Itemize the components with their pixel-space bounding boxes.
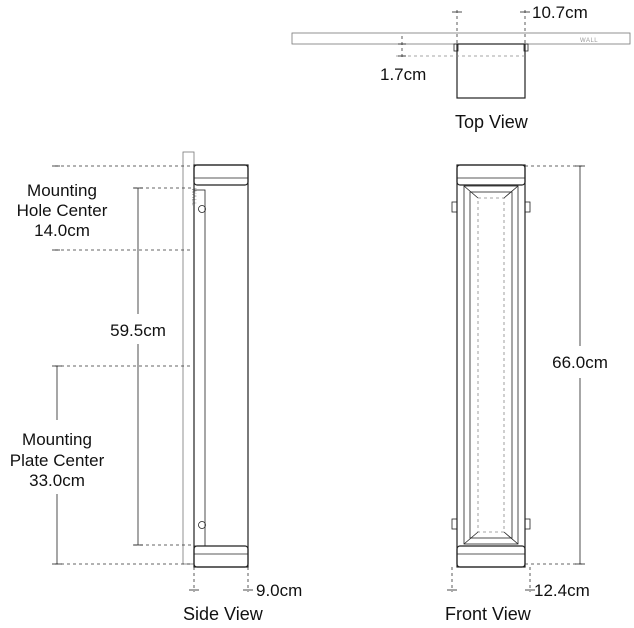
front-view-caption: Front View (445, 604, 532, 624)
top-view-width-label: 10.7cm (532, 3, 588, 22)
side-view-hole-center-value: 14.0cm (34, 221, 90, 240)
front-view-width-label: 12.4cm (534, 581, 590, 600)
side-view-hole-center-line2: Hole Center (17, 201, 108, 220)
front-view-glass (477, 197, 505, 533)
side-view-wall (182, 151, 195, 565)
side-view-mount-plate (193, 189, 206, 547)
front-view-bevel-tr (503, 185, 519, 199)
side-view: WALL Mounting Hole Center 14.0cm 59.5cm (10, 151, 302, 624)
front-view-cap-top (456, 164, 526, 186)
front-view-bracket-left-bottom (451, 518, 458, 530)
front-view-body (456, 164, 526, 568)
top-view: WALL 10.7cm 1.7cm Top View (291, 3, 631, 132)
top-view-mount-left (453, 43, 459, 52)
side-view-hole-center-line1: Mounting (27, 181, 97, 200)
front-view-bracket-right-top (524, 201, 531, 213)
front-view: 66.0cm 12.4cm Front View (445, 164, 608, 624)
side-view-depth-label: 9.0cm (256, 581, 302, 600)
front-view-frame-outer (463, 185, 519, 545)
top-view-fixture (456, 43, 526, 99)
side-view-cap-bottom (193, 545, 249, 568)
front-view-height-label: 66.0cm (552, 353, 608, 372)
front-view-bracket-right-bottom (524, 518, 531, 530)
side-view-plate-center-line2: Plate Center (10, 451, 105, 470)
side-view-hole-spacing-label: 59.5cm (110, 321, 166, 340)
front-view-bevel-br (503, 531, 519, 545)
front-view-frame-inner (469, 191, 513, 539)
top-view-wall-label: WALL (580, 38, 598, 44)
side-view-plate-center-value: 33.0cm (29, 471, 85, 490)
side-view-cap-top (193, 164, 249, 186)
side-view-plate-center-line1: Mounting (22, 430, 92, 449)
top-view-offset-label: 1.7cm (380, 65, 426, 84)
front-view-cap-bottom (456, 545, 526, 568)
side-view-caption: Side View (183, 604, 264, 624)
front-view-bevel-bl (463, 531, 479, 545)
side-view-wall-label: WALL (190, 188, 196, 206)
side-view-body (193, 164, 249, 568)
front-view-bevel-tl (463, 185, 479, 199)
side-view-screw-bottom (198, 521, 206, 529)
front-view-bracket-left-top (451, 201, 458, 213)
top-view-mount-right (523, 43, 529, 52)
side-view-screw-top (198, 205, 206, 213)
top-view-caption: Top View (455, 112, 529, 132)
